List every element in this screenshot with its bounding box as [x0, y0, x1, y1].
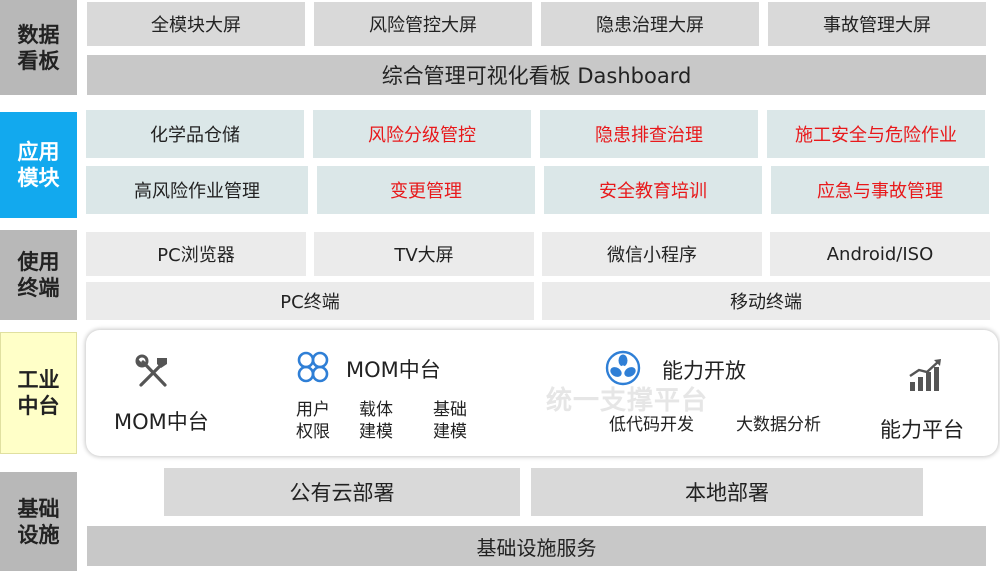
app-module-high-risk-work[interactable]: 高风险作业管理 [86, 166, 308, 214]
app-module-safety-training[interactable]: 安全教育培训 [544, 166, 762, 214]
platform-panel [86, 330, 998, 456]
app-module-construction-safety[interactable]: 施工安全与危险作业 [767, 110, 985, 158]
dashboard-main-board[interactable]: 综合管理可视化看板 Dashboard [87, 55, 986, 95]
infra-public-cloud[interactable]: 公有云部署 [164, 468, 520, 516]
mom-center-title: MOM中台 [346, 358, 441, 382]
terminal-group-mobile[interactable]: 移动终端 [542, 282, 990, 320]
capability-open-title: 能力开放 [662, 359, 746, 383]
app-module-chemical-storage[interactable]: 化学品仓储 [86, 110, 304, 158]
capability-platform-title: 能力平台 [880, 418, 964, 442]
dashboard-screen-hazard[interactable]: 隐患治理大屏 [541, 2, 759, 46]
layer-label-platform: 工业 中台 [0, 332, 77, 454]
mom-item-user-permission: 用户 权限 [296, 400, 330, 442]
infra-local-deploy[interactable]: 本地部署 [531, 468, 923, 516]
layer-label-terminals: 使用 终端 [0, 230, 77, 320]
dashboard-screen-accident[interactable]: 事故管理大屏 [768, 2, 986, 46]
app-module-change-management[interactable]: 变更管理 [317, 166, 535, 214]
bar-chart-icon [909, 359, 941, 391]
app-module-emergency[interactable]: 应急与事故管理 [771, 166, 989, 214]
capability-lowcode: 低代码开发 [609, 415, 694, 435]
app-module-hazard-governance[interactable]: 隐患排查治理 [540, 110, 758, 158]
layer-label-dashboard: 数据 看板 [0, 0, 77, 95]
capability-bigdata: 大数据分析 [736, 415, 821, 435]
dashboard-screen-risk[interactable]: 风险管控大屏 [314, 2, 532, 46]
layer-label-apps: 应用 模块 [0, 112, 77, 218]
mom-item-carrier-modeling: 载体 建模 [359, 400, 393, 442]
dashboard-screen-all[interactable]: 全模块大屏 [87, 2, 305, 46]
infra-base-service[interactable]: 基础设施服务 [87, 526, 986, 566]
mom-item-base-modeling: 基础 建模 [433, 400, 467, 442]
tools-icon [135, 354, 167, 387]
mom-tools-title: MOM中台 [114, 410, 209, 434]
terminal-wechat-miniprogram[interactable]: 微信小程序 [542, 232, 762, 276]
fan-icon [605, 350, 641, 386]
terminal-tv-screen[interactable]: TV大屏 [314, 232, 534, 276]
terminal-pc-browser[interactable]: PC浏览器 [86, 232, 306, 276]
layer-label-infra: 基础 设施 [0, 472, 77, 571]
four-petal-icon [297, 351, 329, 383]
app-module-risk-control[interactable]: 风险分级管控 [313, 110, 531, 158]
terminal-group-pc[interactable]: PC终端 [86, 282, 534, 320]
platform-watermark: 统一支撑平台 [546, 386, 709, 416]
terminal-android-ios[interactable]: Android/ISO [770, 232, 990, 276]
